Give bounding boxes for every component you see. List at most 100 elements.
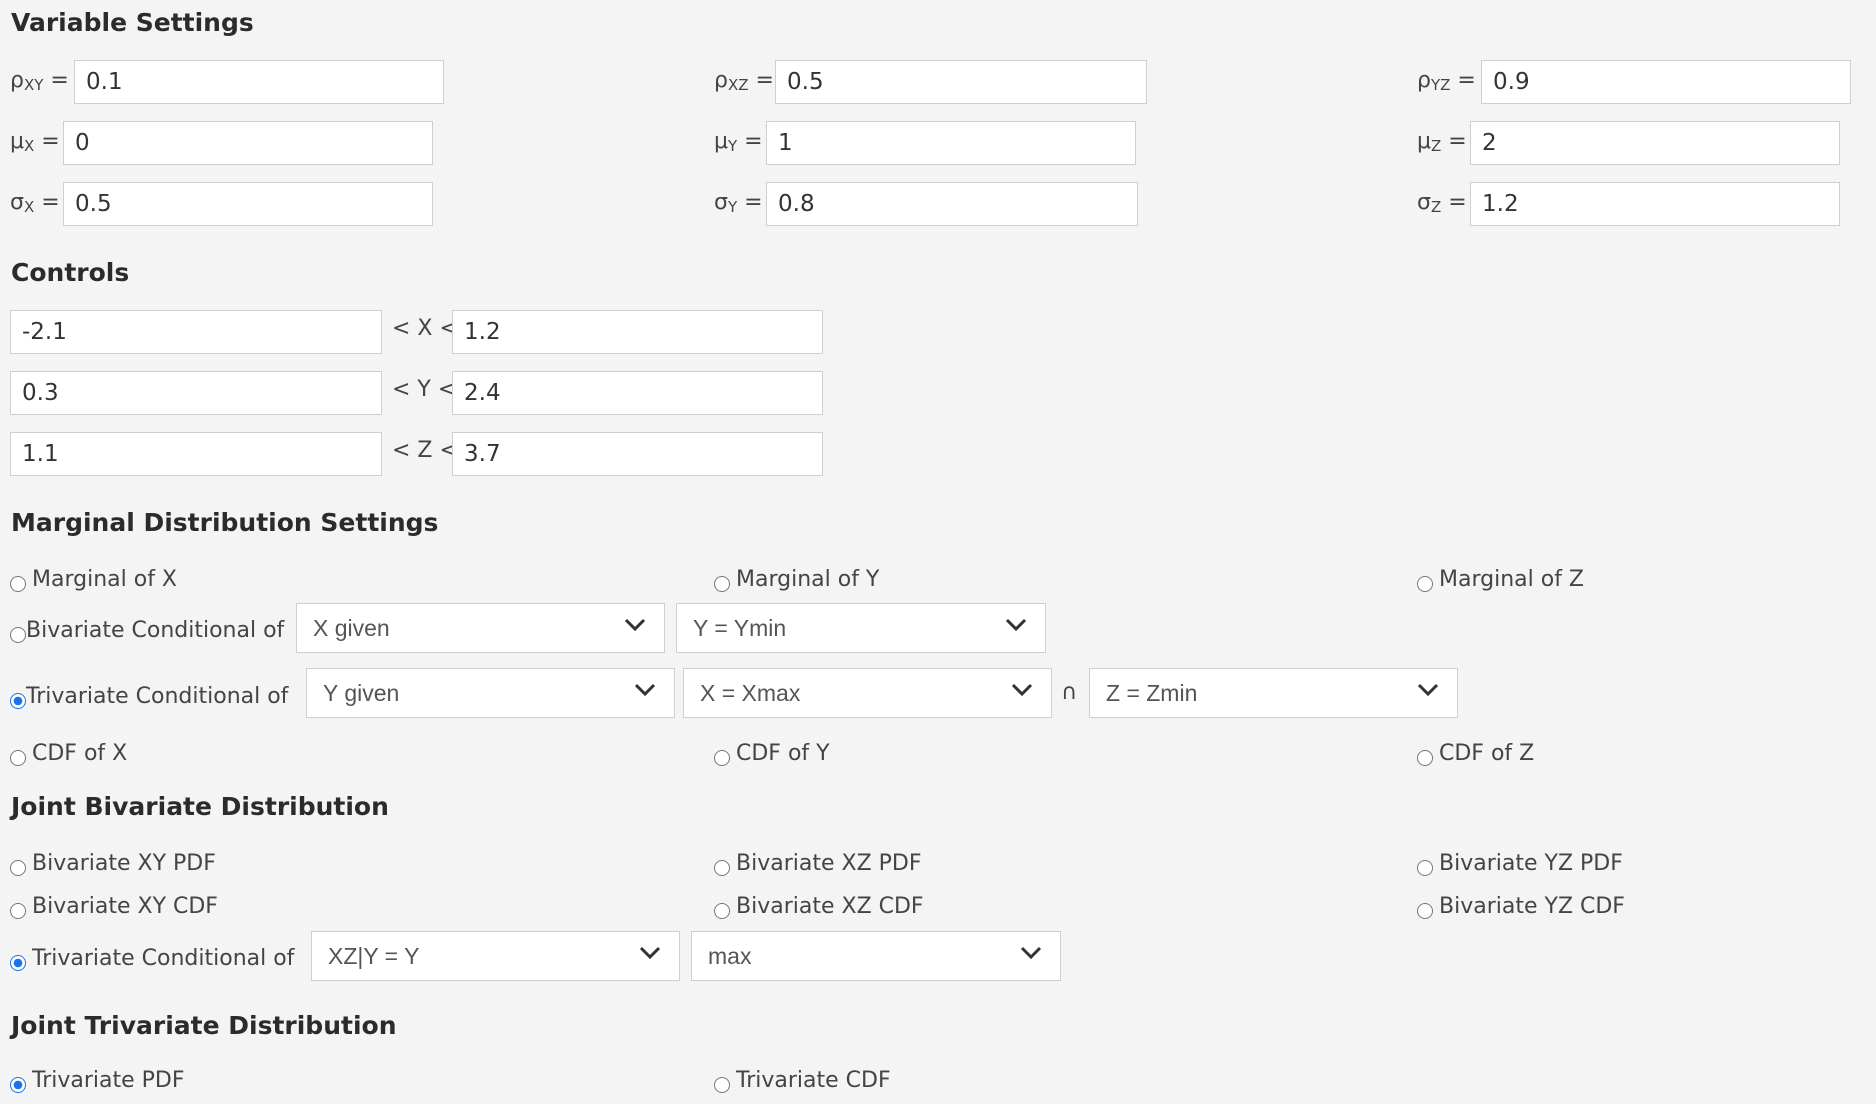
radio-trivariate-conditional-circle[interactable] — [10, 693, 26, 709]
radio-bivariate-conditional[interactable]: Bivariate Conditional of — [10, 616, 284, 646]
radio-bivariate-xy-cdf-label: Bivariate XY CDF — [32, 894, 218, 919]
radio-trivariate-conditional-label: Trivariate Conditional of — [26, 684, 289, 709]
radio-bivariate-xz-pdf-label: Bivariate XZ PDF — [736, 851, 922, 876]
mu-z-input[interactable]: 2 — [1470, 121, 1840, 165]
radio-trivariate-cdf-circle[interactable] — [714, 1077, 730, 1093]
control-x-low-input[interactable]: -2.1 — [10, 310, 382, 354]
control-x-high-input[interactable]: 1.2 — [452, 310, 823, 354]
bivariate-conditional-given-select[interactable]: Y = Ymin — [676, 603, 1046, 653]
radio-trivariate-cdf-label: Trivariate CDF — [736, 1068, 891, 1093]
radio-cdf-y-circle[interactable] — [714, 750, 730, 766]
section-title-joint-bivariate: Joint Bivariate Distribution — [11, 792, 389, 821]
radio-trivariate-pdf[interactable]: Trivariate PDF — [10, 1066, 185, 1096]
radio-bivariate-xy-pdf[interactable]: Bivariate XY PDF — [10, 849, 216, 879]
radio-cdf-z-circle[interactable] — [1417, 750, 1433, 766]
trivariate-conditional-given1-value: X = Xmax — [700, 680, 801, 706]
sigma-x-label: σX = — [10, 190, 60, 216]
radio-trivariate-cdf[interactable]: Trivariate CDF — [714, 1066, 891, 1096]
rho-xz-input[interactable]: 0.5 — [775, 60, 1147, 104]
radio-bivariate-xz-cdf[interactable]: Bivariate XZ CDF — [714, 892, 924, 922]
section-title-controls: Controls — [11, 258, 130, 287]
bivariate-conditional-variable-select[interactable]: X given — [296, 603, 665, 653]
radio-trivariate-pdf-label: Trivariate PDF — [32, 1068, 185, 1093]
trivariate-conditional-variable-select[interactable]: Y given — [306, 668, 675, 718]
radio-bivariate-xy-pdf-circle[interactable] — [10, 860, 26, 876]
chevron-down-icon — [1011, 683, 1033, 697]
bivariate-conditional-variable-value: X given — [313, 615, 390, 641]
rho-xy-label: ρXY = — [10, 68, 69, 94]
bivariate-conditional-given-value: Y = Ymin — [693, 615, 787, 641]
radio-cdf-z-label: CDF of Z — [1439, 741, 1535, 766]
joint-trivariate-conditional-bound-select[interactable]: max — [691, 931, 1061, 981]
radio-bivariate-yz-cdf-circle[interactable] — [1417, 903, 1433, 919]
joint-trivariate-conditional-pair-select[interactable]: XZ|Y = Y — [311, 931, 680, 981]
trivariate-conditional-given2-select[interactable]: Z = Zmin — [1089, 668, 1458, 718]
sigma-z-input[interactable]: 1.2 — [1470, 182, 1840, 226]
radio-bivariate-conditional-label: Bivariate Conditional of — [26, 618, 285, 643]
radio-bivariate-xz-cdf-circle[interactable] — [714, 903, 730, 919]
radio-cdf-y[interactable]: CDF of Y — [714, 739, 830, 769]
radio-bivariate-xz-cdf-label: Bivariate XZ CDF — [736, 894, 924, 919]
mu-y-label: μY = — [714, 129, 763, 155]
chevron-down-icon — [1417, 683, 1439, 697]
mu-y-input[interactable]: 1 — [766, 121, 1136, 165]
radio-marginal-z-circle[interactable] — [1417, 576, 1433, 592]
radio-bivariate-xy-cdf-circle[interactable] — [10, 903, 26, 919]
rho-xy-input[interactable]: 0.1 — [74, 60, 444, 104]
radio-joint-trivariate-conditional-label: Trivariate Conditional of — [32, 946, 295, 971]
rho-xz-label: ρXZ = — [714, 68, 774, 94]
radio-marginal-x-circle[interactable] — [10, 576, 26, 592]
sigma-z-label: σZ = — [1417, 190, 1467, 216]
radio-bivariate-yz-pdf-label: Bivariate YZ PDF — [1439, 851, 1623, 876]
trivariate-conditional-given2-value: Z = Zmin — [1106, 680, 1198, 706]
rho-yz-input[interactable]: 0.9 — [1481, 60, 1851, 104]
sigma-x-input[interactable]: 0.5 — [63, 182, 433, 226]
radio-cdf-x-circle[interactable] — [10, 750, 26, 766]
radio-bivariate-xz-pdf-circle[interactable] — [714, 860, 730, 876]
radio-bivariate-yz-cdf-label: Bivariate YZ CDF — [1439, 894, 1625, 919]
radio-bivariate-xz-pdf[interactable]: Bivariate XZ PDF — [714, 849, 922, 879]
control-y-label: < Y < — [392, 377, 457, 402]
control-x-label: < X < — [392, 316, 458, 341]
radio-bivariate-yz-pdf[interactable]: Bivariate YZ PDF — [1417, 849, 1623, 879]
radio-bivariate-xy-pdf-label: Bivariate XY PDF — [32, 851, 216, 876]
radio-marginal-y[interactable]: Marginal of Y — [714, 565, 879, 595]
radio-bivariate-conditional-circle[interactable] — [10, 627, 26, 643]
control-z-high-input[interactable]: 3.7 — [452, 432, 823, 476]
intersection-symbol: ∩ — [1061, 680, 1078, 705]
joint-trivariate-conditional-bound-value: max — [708, 943, 752, 969]
section-title-marginal: Marginal Distribution Settings — [11, 508, 439, 537]
radio-cdf-x-label: CDF of X — [32, 741, 128, 766]
radio-marginal-x[interactable]: Marginal of X — [10, 565, 177, 595]
trivariate-conditional-variable-value: Y given — [323, 680, 400, 706]
mu-x-input[interactable]: 0 — [63, 121, 433, 165]
radio-marginal-z-label: Marginal of Z — [1439, 567, 1584, 592]
control-y-high-input[interactable]: 2.4 — [452, 371, 823, 415]
radio-bivariate-xy-cdf[interactable]: Bivariate XY CDF — [10, 892, 218, 922]
radio-marginal-z[interactable]: Marginal of Z — [1417, 565, 1584, 595]
section-title-variable-settings: Variable Settings — [11, 8, 254, 37]
mu-x-label: μX = — [10, 129, 60, 155]
radio-joint-trivariate-conditional-circle[interactable] — [10, 955, 26, 971]
radio-cdf-z[interactable]: CDF of Z — [1417, 739, 1534, 769]
radio-cdf-y-label: CDF of Y — [736, 741, 830, 766]
joint-trivariate-conditional-pair-value: XZ|Y = Y — [328, 943, 420, 969]
radio-trivariate-conditional[interactable]: Trivariate Conditional of — [10, 682, 288, 712]
chevron-down-icon — [1020, 946, 1042, 960]
sigma-y-input[interactable]: 0.8 — [766, 182, 1138, 226]
control-z-low-input[interactable]: 1.1 — [10, 432, 382, 476]
radio-cdf-x[interactable]: CDF of X — [10, 739, 127, 769]
section-title-joint-trivariate: Joint Trivariate Distribution — [11, 1011, 397, 1040]
chevron-down-icon — [1005, 618, 1027, 632]
radio-bivariate-yz-pdf-circle[interactable] — [1417, 860, 1433, 876]
radio-trivariate-pdf-circle[interactable] — [10, 1077, 26, 1093]
chevron-down-icon — [624, 618, 646, 632]
radio-marginal-x-label: Marginal of X — [32, 567, 177, 592]
trivariate-conditional-given1-select[interactable]: X = Xmax — [683, 668, 1052, 718]
radio-joint-trivariate-conditional[interactable]: Trivariate Conditional of — [10, 944, 294, 974]
mu-z-label: μZ = — [1417, 129, 1467, 155]
radio-marginal-y-circle[interactable] — [714, 576, 730, 592]
control-y-low-input[interactable]: 0.3 — [10, 371, 382, 415]
sigma-y-label: σY = — [714, 190, 763, 216]
radio-bivariate-yz-cdf[interactable]: Bivariate YZ CDF — [1417, 892, 1625, 922]
